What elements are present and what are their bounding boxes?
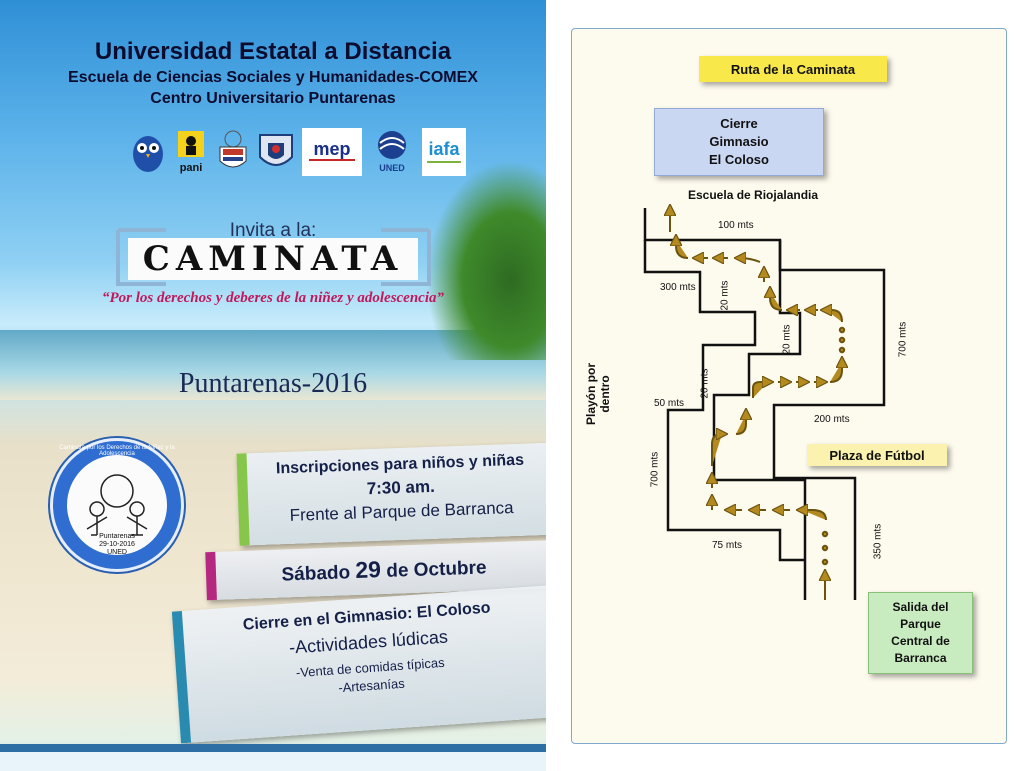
seal-inner	[67, 455, 167, 555]
center-name: Centro Universitario Puntarenas	[150, 90, 396, 107]
dot-5	[838, 336, 846, 344]
seal-date: 29-10-2016	[99, 541, 135, 548]
start-line-3: Central de	[891, 634, 950, 648]
dot-2	[821, 544, 829, 552]
event-poster: Universidad Estatal a Distancia Escuela …	[0, 0, 546, 771]
seal-top-text: Caminata por los Derechos de la Niñez y …	[59, 445, 175, 457]
municipalidad-shield-icon	[214, 128, 252, 176]
title-frame	[116, 228, 431, 286]
distance-300: 300 mts	[660, 282, 696, 293]
distance-20a: 20 mts	[719, 280, 731, 311]
bottom-bar	[0, 744, 546, 752]
start-line-1: Salida del	[892, 600, 949, 614]
arrow-turn-3	[735, 414, 746, 435]
street-lines	[643, 208, 886, 600]
end-line-2: Gimnasio	[709, 134, 769, 149]
playon-label: Playón por dentro	[584, 363, 612, 426]
distance-50: 50 mts	[654, 398, 685, 409]
street-left-line	[643, 208, 807, 600]
dot-6	[838, 326, 846, 334]
owl-logo-icon	[130, 128, 166, 176]
arrow-turn-6	[826, 310, 843, 323]
uned-logo-icon: UNED	[374, 128, 410, 176]
children-drawing-icon	[86, 474, 148, 536]
street-inner-line	[643, 240, 805, 562]
distance-20b: 20 mts	[781, 324, 793, 355]
arrow-turn-9	[676, 240, 689, 259]
distance-700-left: 700 mts	[649, 451, 661, 488]
bottom-strip	[0, 752, 546, 771]
end-line-1: Cierre	[720, 116, 758, 131]
svg-text:iafa: iafa	[428, 139, 460, 159]
iafa-logo-icon: iafa	[422, 128, 466, 176]
distance-700-right: 700 mts	[897, 321, 909, 358]
arrow-turn-8	[740, 258, 761, 262]
svg-text:UNED: UNED	[379, 163, 405, 173]
dot-4	[838, 346, 846, 354]
institution-name: Universidad Estatal a Distancia	[94, 38, 452, 65]
arrow-turn-2	[711, 434, 722, 466]
dot-3	[821, 530, 829, 538]
palm-trees	[426, 160, 546, 360]
start-line-2: Parque	[900, 617, 941, 631]
school-name: Escuela de Ciencias Sociales y Humanidad…	[68, 69, 478, 86]
route-arrows	[670, 210, 844, 600]
dot-1	[821, 558, 829, 566]
distance-20c: 20 mts	[699, 368, 711, 399]
poster-title: CAMINATA	[128, 238, 418, 280]
mep-logo-icon: mep	[302, 128, 362, 176]
sponsor-logos: pani mep UNED iafa	[130, 128, 470, 180]
distance-200: 200 mts	[814, 414, 850, 425]
fuerza-publica-badge-icon	[256, 128, 296, 176]
svg-text:pani: pani	[180, 162, 203, 174]
poster-motto: “Por los derechos y deberes de la niñez …	[101, 290, 445, 306]
seal-place: Puntarenas	[99, 533, 135, 540]
arrow-turn-7	[770, 292, 783, 311]
start-line-4: Barranca	[894, 651, 947, 665]
map-start-box: Salida del Parque Central de Barranca	[868, 592, 973, 674]
distance-75: 75 mts	[712, 540, 743, 551]
arrow-turn-5	[829, 362, 842, 383]
street-right-line	[772, 240, 886, 600]
plaza-label: Plaza de Fútbol	[807, 444, 947, 466]
pani-logo-icon: pani	[176, 128, 206, 176]
end-line-3: El Coloso	[709, 152, 769, 167]
map-title: Ruta de la Caminata	[699, 56, 887, 82]
distance-350: 350 mts	[872, 523, 884, 560]
map-end-box: Cierre Gimnasio El Coloso	[654, 108, 824, 176]
arrow-turn-1	[802, 510, 827, 521]
event-seal: Caminata por los Derechos de la Niñez y …	[50, 438, 184, 572]
distance-100: 100 mts	[718, 220, 754, 231]
poster-year: Puntarenas-2016	[178, 368, 368, 399]
school-label: Escuela de Riojalandia	[688, 188, 819, 202]
seal-org: UNED	[107, 549, 127, 556]
invita-text: Invita a la:	[229, 220, 317, 241]
arrow-turn-4	[752, 382, 768, 398]
svg-text:mep: mep	[313, 139, 350, 159]
